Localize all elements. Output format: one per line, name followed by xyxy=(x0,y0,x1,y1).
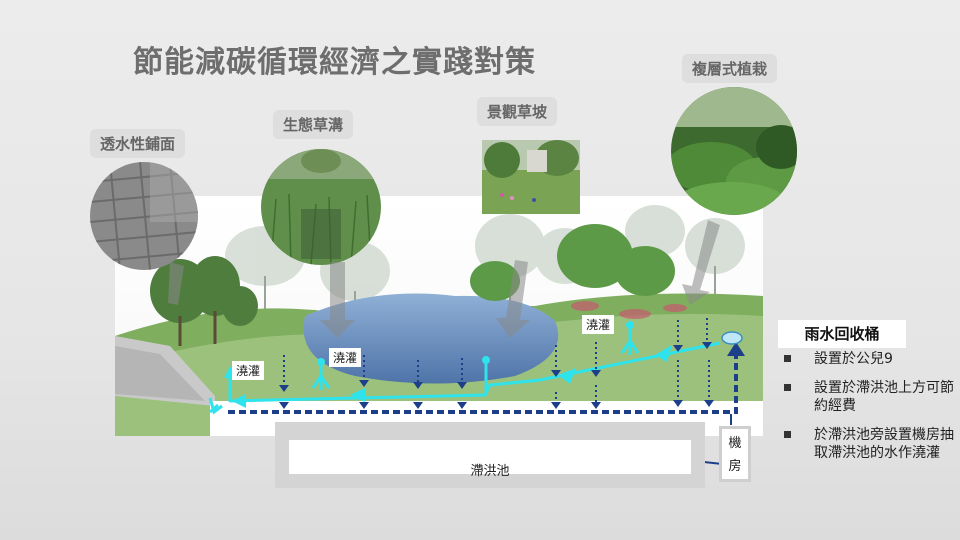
machine-room-label-2: 房 xyxy=(728,459,742,474)
irrigation-label-3: 澆灌 xyxy=(582,315,615,334)
pool-label: 滯洪池 xyxy=(470,464,510,479)
bullet-text: 設置於滯洪池上方可節約經費 xyxy=(814,380,954,414)
tag-landscape-lawn: 景觀草坡 xyxy=(477,97,558,126)
multilayer-planting-photo xyxy=(671,87,797,215)
machine-room-label-1: 機 xyxy=(728,436,742,451)
bullet-item: 設置於滯洪池上方可節約經費 xyxy=(784,379,954,415)
tag-multilayer-planting: 複層式植栽 xyxy=(682,54,778,83)
rain-barrel-bullets: 設置於公兒9 設置於滯洪池上方可節約經費 於滯洪池旁設置機房抽取滯洪池的水作澆灌 xyxy=(784,350,954,473)
landscape-scene xyxy=(115,196,763,436)
rain-barrel-title: 雨水回收桶 xyxy=(778,320,906,348)
bullet-item: 設置於公兒9 xyxy=(784,350,954,368)
landscape-lawn-photo xyxy=(482,140,580,214)
bullet-text: 於滯洪池旁設置機房抽取滯洪池的水作澆灌 xyxy=(814,427,954,461)
irrigation-label-2: 澆灌 xyxy=(329,348,362,367)
machine-room: 機 房 xyxy=(719,426,751,482)
bullet-text: 設置於公兒9 xyxy=(814,351,893,367)
page-title: 節能減碳循環經濟之實踐對策 xyxy=(133,45,536,80)
tag-ecological-swale: 生態草溝 xyxy=(273,110,354,139)
detention-pool: 滯洪池 xyxy=(275,422,705,488)
irrigation-label-1: 澆灌 xyxy=(232,361,265,380)
bullet-item: 於滯洪池旁設置機房抽取滯洪池的水作澆灌 xyxy=(784,426,954,462)
tag-permeable-paving: 透水性鋪面 xyxy=(90,129,186,158)
